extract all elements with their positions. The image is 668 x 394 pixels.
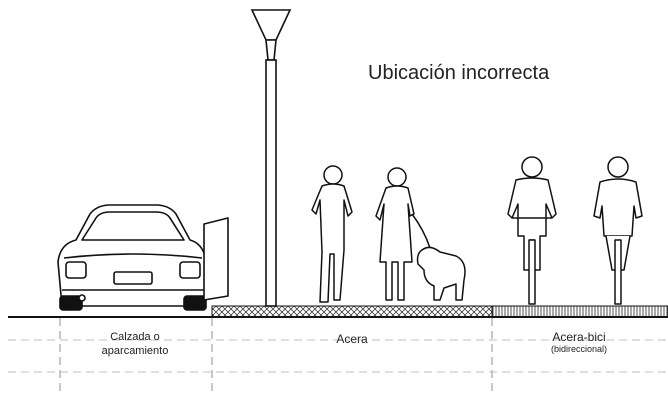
cyclist-icon <box>507 156 557 305</box>
zone-label-calzada-line2: aparcamiento <box>101 345 169 357</box>
sidewalk-surface <box>211 305 493 318</box>
bike-lane-surface <box>491 305 668 318</box>
zone-label-acera-bici-main: Acera-bici <box>552 330 606 344</box>
street-lamp-icon <box>250 9 292 307</box>
zone-label-acera: Acera <box>336 332 368 346</box>
diagram-title: Ubicación incorrecta <box>368 62 550 84</box>
woman-with-dog-icon <box>375 167 466 301</box>
pedestrian-icon <box>311 165 353 303</box>
zone-label-calzada-line1: Calzada o <box>110 331 160 343</box>
cyclist-icon <box>593 156 643 305</box>
zone-label-acera-bici-sub: (bidireccional) <box>550 344 608 354</box>
zone-dividers <box>8 318 668 394</box>
car-icon <box>57 204 229 311</box>
zone-label-calzada: Calzada o aparcamiento <box>60 330 210 358</box>
zone-label-acera-bici: Acera-bici (bidireccional) <box>494 330 664 355</box>
